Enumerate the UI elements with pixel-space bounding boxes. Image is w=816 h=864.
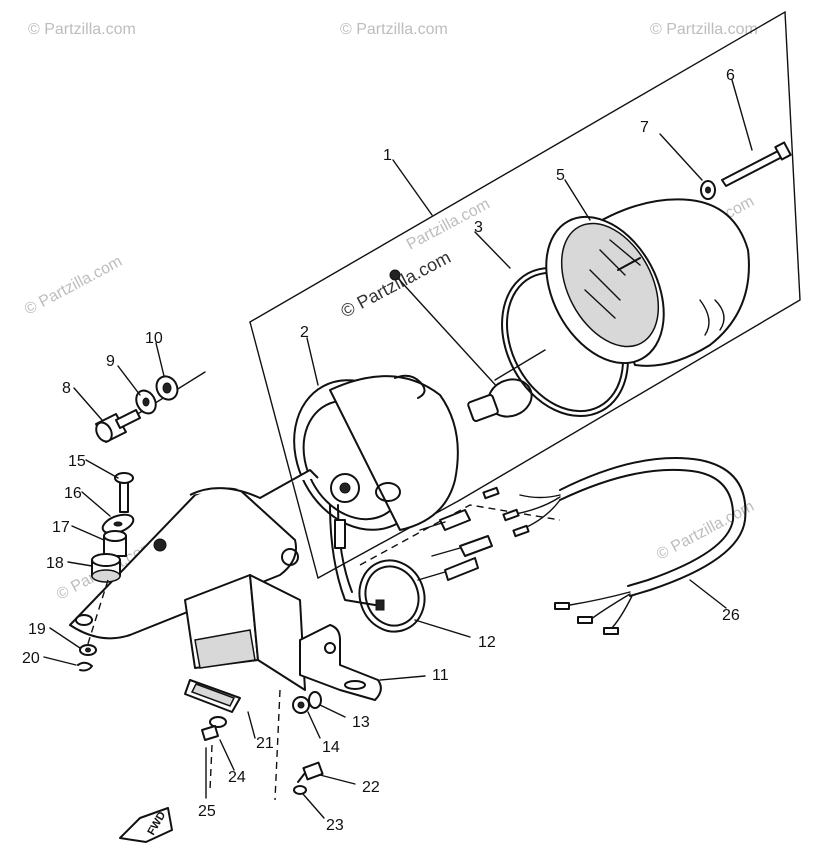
callout-8: 8 (62, 380, 71, 397)
callout-26: 26 (722, 607, 740, 624)
callout-23: 23 (326, 817, 344, 834)
socket-cord (329, 504, 376, 606)
callout-7: 7 (640, 119, 649, 136)
part-6-screw (721, 141, 792, 187)
callout-25: 25 (198, 803, 216, 820)
watermark-ml: © Partzilla.com (22, 253, 125, 319)
parts-15-18-fasteners (85, 472, 135, 651)
callout-17: 17 (52, 519, 70, 536)
callout-13: 13 (352, 714, 370, 731)
callout-22: 22 (362, 779, 380, 796)
connector-box (359, 504, 561, 581)
callout-6: 6 (726, 67, 735, 84)
callout-14: 14 (322, 739, 340, 756)
part-26-wire-harness (482, 457, 747, 635)
callout-numbers: 1 2 3 5 6 7 8 9 10 11 12 13 14 15 16 17 … (22, 67, 740, 834)
callout-21: 21 (256, 735, 274, 752)
callout-5: 5 (556, 167, 565, 184)
forward-direction-marker: FWD (119, 807, 173, 843)
bracket-plate (69, 469, 319, 691)
callout-19: 19 (28, 621, 46, 638)
part-11-plate-bracket (299, 624, 382, 701)
watermark-tc: © Partzilla.com (340, 21, 448, 38)
callout-3: 3 (474, 219, 483, 236)
callout-20: 20 (22, 650, 40, 667)
part-2-housing-base (293, 374, 459, 531)
callout-10: 10 (145, 330, 163, 347)
callout-9: 9 (106, 353, 115, 370)
parts-21-25 (184, 679, 324, 801)
parts-19-20 (77, 644, 97, 672)
callout-16: 16 (64, 485, 82, 502)
callout-2: 2 (300, 324, 309, 341)
callout-18: 18 (46, 555, 64, 572)
callout-24: 24 (228, 769, 246, 786)
watermark-center: © Partzilla.com (337, 247, 453, 322)
leader-lines (43, 79, 753, 819)
parts-8-9-10-bolt-washers (95, 371, 206, 443)
watermark-tr: © Partzilla.com (650, 21, 758, 38)
watermark-tl: © Partzilla.com (28, 21, 136, 38)
callout-1: 1 (383, 147, 392, 164)
callout-15: 15 (68, 453, 86, 470)
part-12-license-lamp (358, 559, 426, 633)
part-5-lens (545, 198, 750, 367)
part-3-bulb (389, 269, 533, 422)
part-7-washer (700, 180, 716, 200)
callout-12: 12 (478, 634, 496, 651)
callout-11: 11 (432, 667, 449, 684)
